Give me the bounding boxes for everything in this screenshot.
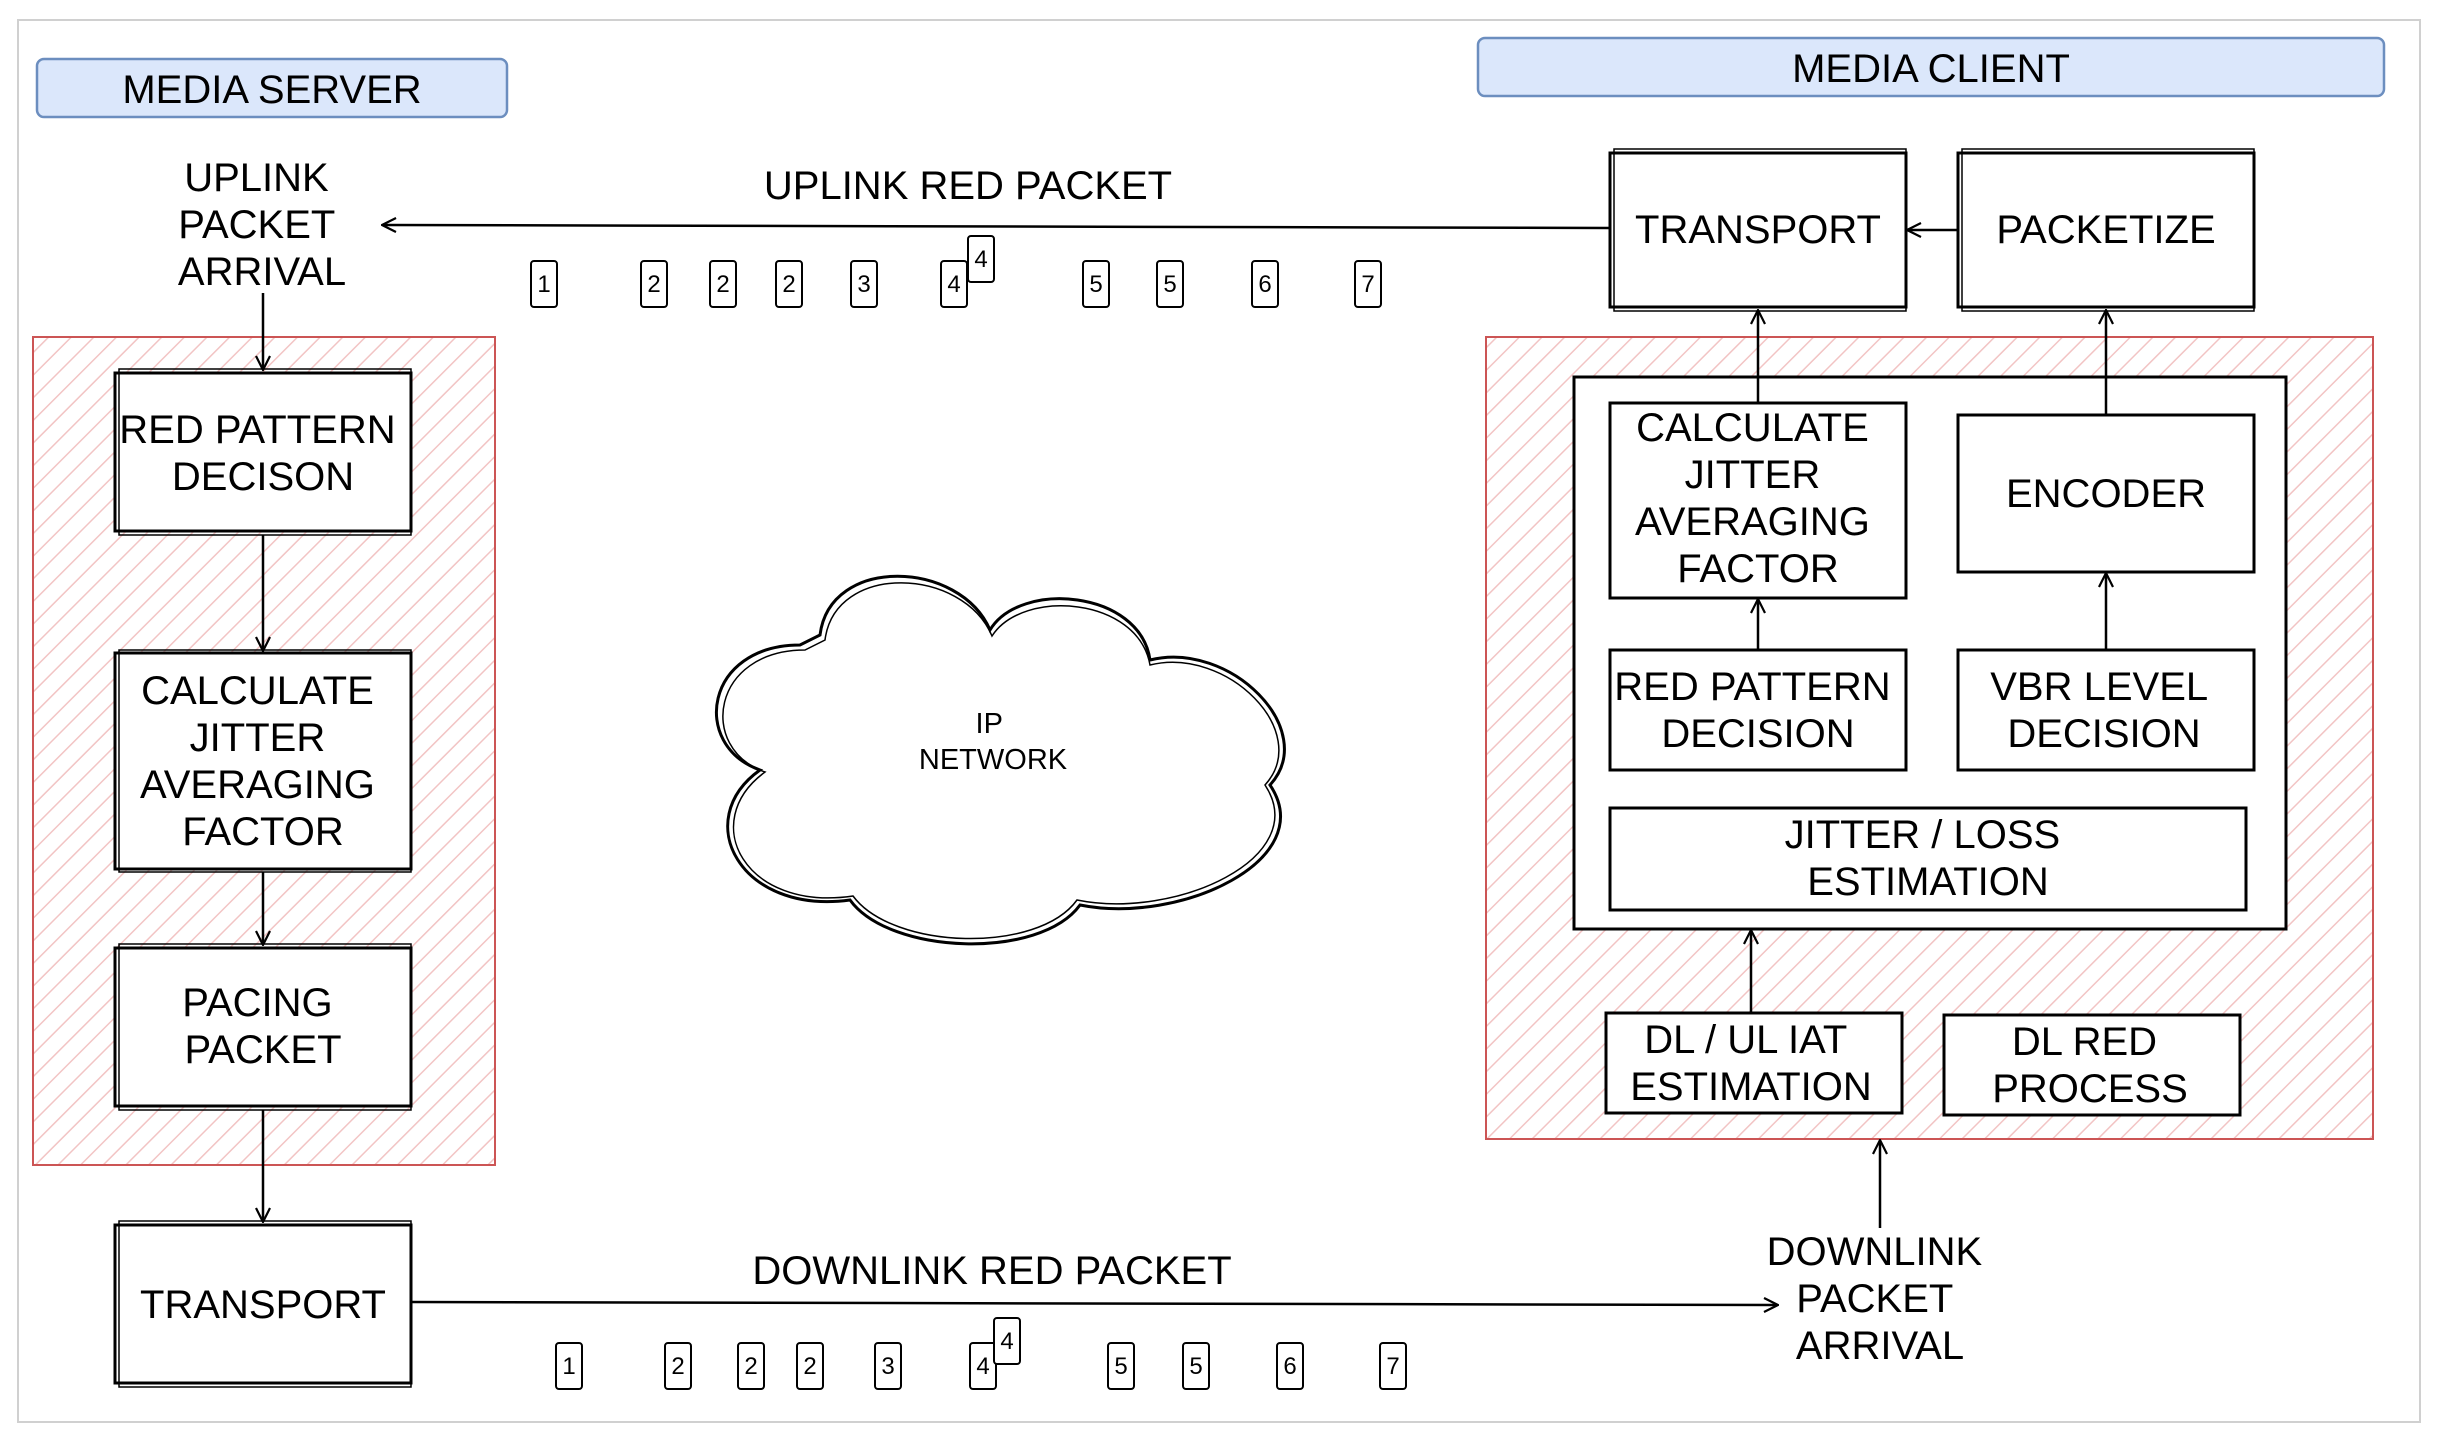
client-red-pattern-box: RED PATTERN DECISION: [1608, 648, 1908, 772]
client-iat-box: DL / UL IAT ESTIMATION: [1604, 1011, 1904, 1115]
server-transport-box: TRANSPORT: [113, 1220, 413, 1388]
svg-text:2: 2: [647, 271, 660, 298]
client-calc-jitter-box: CALCULATE JITTER AVERAGING FACTOR: [1608, 401, 1908, 600]
packet-5: 5: [1182, 1342, 1210, 1390]
svg-text:CALCULATE JITTER A: CALCULATE JITTER AVERAGING FACTOR: [1635, 406, 1881, 591]
packet-7: 7: [1354, 260, 1382, 308]
svg-text:5: 5: [1089, 271, 1102, 298]
packet-4: 4: [940, 260, 968, 308]
packet-3: 3: [874, 1342, 902, 1390]
svg-text:2: 2: [782, 271, 795, 298]
svg-text:2: 2: [716, 271, 729, 298]
svg-text:4: 4: [1000, 1328, 1013, 1355]
svg-text:ENCODER: ENCODER: [2006, 472, 2206, 516]
svg-text:PACING PACKET: PACING PACKET: [182, 981, 344, 1072]
svg-text:6: 6: [1258, 271, 1271, 298]
svg-text:DL / UL IAT ESTIMATION: DL / UL IAT ESTIMATION: [1630, 1018, 1871, 1109]
svg-text:3: 3: [881, 1353, 894, 1380]
svg-text:6: 6: [1283, 1353, 1296, 1380]
server-red-pattern-box: RED PATTERN DECISON: [113, 368, 413, 536]
svg-text:2: 2: [803, 1353, 816, 1380]
svg-text:RED PATTERN DECISON: RED PATTERN DECISON: [119, 408, 406, 499]
page-frame: [17, 19, 2421, 1423]
svg-text:VBR LEVEL DECISION: VBR LEVEL DECISION: [1990, 665, 2218, 756]
packet-2: 2: [796, 1342, 824, 1390]
media-server-title: MEDIA SERVER: [122, 68, 421, 112]
svg-text:3: 3: [857, 271, 870, 298]
packet-2: 2: [664, 1342, 692, 1390]
packet-2: 2: [775, 260, 803, 308]
svg-text:7: 7: [1361, 271, 1374, 298]
packet-3: 3: [850, 260, 878, 308]
svg-text:4: 4: [947, 271, 960, 298]
svg-text:RED PATTERN DECISION: RED PATTERN DECISION: [1614, 665, 1901, 756]
svg-text:CALCULATE JITTER A: CALCULATE JITTER AVERAGING FACTOR: [140, 669, 386, 854]
packet-1: 1: [530, 260, 558, 308]
svg-text:TRANSPORT: TRANSPORT: [1635, 208, 1881, 252]
uplink-arrow: [383, 225, 1611, 228]
packet-2: 2: [737, 1342, 765, 1390]
media-client-title: MEDIA CLIENT: [1792, 47, 2070, 91]
client-jitter-loss-box: JITTER / LOSS ESTIMATION: [1608, 806, 2248, 912]
svg-text:2: 2: [744, 1353, 757, 1380]
ip-network-cloud: IP NETWORK: [714, 574, 1286, 946]
svg-text:4: 4: [974, 246, 987, 273]
packet-5: 5: [1156, 260, 1184, 308]
svg-text:1: 1: [537, 271, 550, 298]
svg-text:5: 5: [1163, 271, 1176, 298]
svg-text:TRANSPORT: TRANSPORT: [140, 1283, 386, 1327]
packet-4: 4: [993, 1317, 1021, 1365]
svg-text:PACKETIZE: PACKETIZE: [1996, 208, 2215, 252]
packet-2: 2: [640, 260, 668, 308]
svg-text:7: 7: [1386, 1353, 1399, 1380]
server-calc-jitter-box: CALCULATE JITTER AVERAGING FACTOR: [113, 649, 413, 873]
svg-text:DL RED PROCESS: DL RED PROCESS: [1992, 1020, 2188, 1111]
media-client-header: MEDIA CLIENT: [1476, 36, 2386, 98]
svg-text:2: 2: [671, 1353, 684, 1380]
svg-text:4: 4: [976, 1353, 989, 1380]
client-encoder-box: ENCODER: [1956, 413, 2256, 574]
svg-text:1: 1: [562, 1353, 575, 1380]
svg-text:5: 5: [1114, 1353, 1127, 1380]
packet-5: 5: [1107, 1342, 1135, 1390]
packet-5: 5: [1082, 260, 1110, 308]
packet-2: 2: [709, 260, 737, 308]
packet-4: 4: [967, 235, 995, 283]
svg-text:IP NETWORK: IP NETWORK: [919, 708, 1068, 776]
packet-6: 6: [1276, 1342, 1304, 1390]
client-transport-box: TRANSPORT: [1608, 148, 1908, 312]
packet-4: 4: [969, 1342, 997, 1390]
packet-7: 7: [1379, 1342, 1407, 1390]
downlink-packet-arrival-label: DOWNLINK PACKET ARRIVAL: [1767, 1230, 1994, 1368]
downlink-arrow: [410, 1302, 1777, 1305]
svg-text:5: 5: [1189, 1353, 1202, 1380]
packet-1: 1: [555, 1342, 583, 1390]
media-server-header: MEDIA SERVER: [35, 57, 509, 119]
client-dl-red-box: DL RED PROCESS: [1942, 1013, 2242, 1117]
client-vbr-box: VBR LEVEL DECISION: [1956, 648, 2256, 772]
svg-text:JITTER / LOSS ESTIMATION: JITTER / LOSS ESTIMATION: [1785, 813, 2072, 904]
uplink-packet-arrival-label: UPLINK PACKET ARRIVAL: [178, 156, 346, 294]
server-pacing-box: PACING PACKET: [113, 943, 413, 1111]
downlink-red-packet-label: DOWNLINK RED PACKET: [752, 1249, 1231, 1293]
client-packetize-box: PACKETIZE: [1956, 148, 2256, 312]
packet-6: 6: [1251, 260, 1279, 308]
uplink-red-packet-label: UPLINK RED PACKET: [764, 164, 1172, 208]
